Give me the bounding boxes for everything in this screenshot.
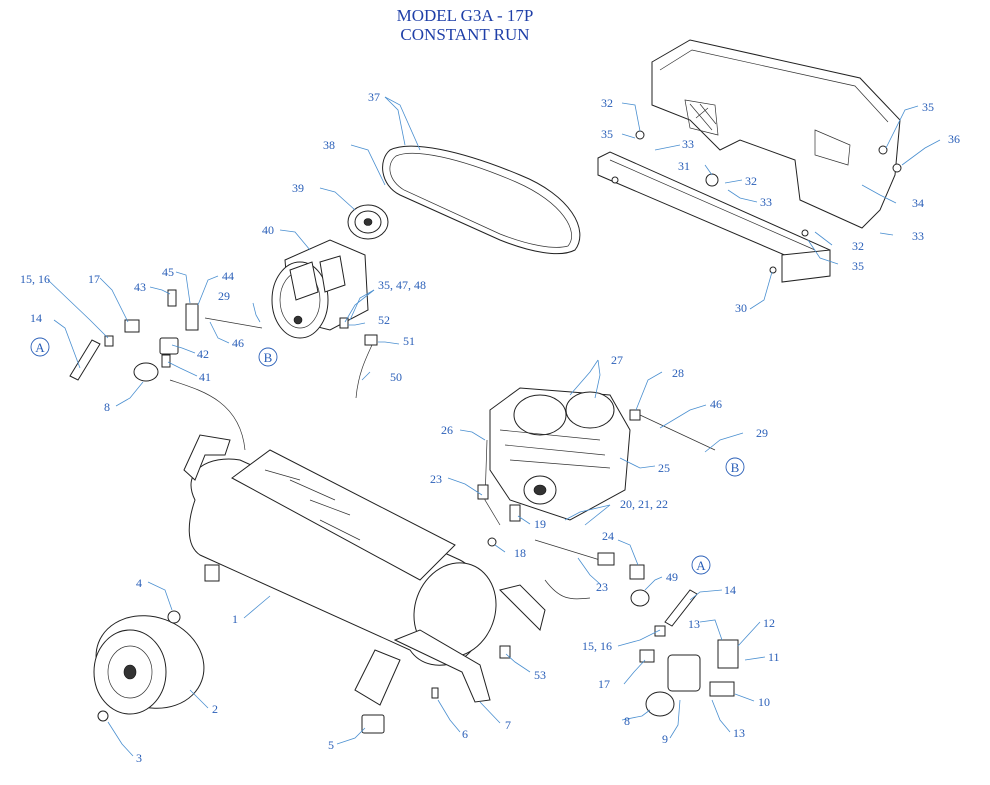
label-17-left: 17 <box>88 272 100 286</box>
wheel <box>93 615 205 715</box>
label-26: 26 <box>441 423 453 437</box>
label-27: 27 <box>611 353 623 367</box>
label-35-c: 35 <box>852 259 864 273</box>
leader-lines <box>47 96 941 757</box>
label-25: 25 <box>658 461 670 475</box>
motor-pulley <box>347 204 389 240</box>
label-29-left: 29 <box>218 289 230 303</box>
label-37: 37 <box>368 90 380 104</box>
callout-a-right-text: A <box>696 558 706 573</box>
label-14-right: 14 <box>724 583 736 597</box>
label-13-bottom: 13 <box>733 726 745 740</box>
label-7: 7 <box>505 718 511 732</box>
label-43: 43 <box>134 280 146 294</box>
part-labels: 1 2 3 4 5 6 7 8 8 9 10 11 12 13 13 14 14… <box>20 90 960 765</box>
label-33-c: 33 <box>912 229 924 243</box>
label-15-16-right: 15, 16 <box>582 639 612 653</box>
label-35-a: 35 <box>601 127 613 141</box>
label-33-b: 33 <box>760 195 772 209</box>
label-49: 49 <box>666 570 678 584</box>
label-35-b: 35 <box>922 100 934 114</box>
callout-b-left <box>258 347 278 367</box>
label-31: 31 <box>678 159 690 173</box>
diagram-title: MODEL G3A - 17P CONSTANT RUN <box>0 6 930 44</box>
label-23-top: 23 <box>430 472 442 486</box>
callout-a-right <box>691 555 711 575</box>
label-44: 44 <box>222 269 234 283</box>
air-tank <box>183 434 546 706</box>
label-19: 19 <box>534 517 546 531</box>
label-8-left: 8 <box>104 400 110 414</box>
label-51: 51 <box>403 334 415 348</box>
label-15-16-left: 15, 16 <box>20 272 50 286</box>
model-subtitle: CONSTANT RUN <box>400 25 530 44</box>
label-35-47-48: 35, 47, 48 <box>378 278 426 292</box>
callout-a-left-text: A <box>35 340 45 355</box>
label-20-21-22: 20, 21, 22 <box>620 497 668 511</box>
label-50: 50 <box>390 370 402 384</box>
label-17-right: 17 <box>598 677 610 691</box>
model-name: MODEL G3A - 17P <box>396 6 534 25</box>
label-3: 3 <box>136 751 142 765</box>
label-42: 42 <box>197 347 209 361</box>
callout-b-right <box>725 457 745 477</box>
callout-a-left <box>30 337 50 357</box>
label-9: 9 <box>662 732 668 746</box>
label-28: 28 <box>672 366 684 380</box>
label-14-left: 14 <box>30 311 42 325</box>
label-1: 1 <box>232 612 238 626</box>
label-18: 18 <box>514 546 526 560</box>
label-45: 45 <box>162 265 174 279</box>
label-12: 12 <box>763 616 775 630</box>
label-24: 24 <box>602 529 614 543</box>
label-6: 6 <box>462 727 468 741</box>
label-41: 41 <box>199 370 211 384</box>
label-13-top: 13 <box>688 617 700 631</box>
callout-circles[interactable]: A A B B <box>30 337 745 575</box>
belt-guard <box>651 39 901 229</box>
label-32-b: 32 <box>745 174 757 188</box>
label-5: 5 <box>328 738 334 752</box>
label-40: 40 <box>262 223 274 237</box>
compressor-pump <box>489 387 631 521</box>
label-11: 11 <box>768 650 780 664</box>
label-38: 38 <box>323 138 335 152</box>
callout-b-left-text: B <box>264 350 273 365</box>
label-39: 39 <box>292 181 304 195</box>
label-10: 10 <box>758 695 770 709</box>
label-29-right: 29 <box>756 426 768 440</box>
electric-motor <box>271 239 369 339</box>
label-52: 52 <box>378 313 390 327</box>
label-53: 53 <box>534 668 546 682</box>
belt-guard-bracket <box>597 151 831 283</box>
label-32-c: 32 <box>852 239 864 253</box>
label-33-a: 33 <box>682 137 694 151</box>
label-23-bottom: 23 <box>596 580 608 594</box>
label-30: 30 <box>735 301 747 315</box>
small-parts <box>69 130 902 734</box>
label-2: 2 <box>212 702 218 716</box>
label-36: 36 <box>948 132 960 146</box>
label-34: 34 <box>912 196 924 210</box>
label-32-a: 32 <box>601 96 613 110</box>
label-46-right: 46 <box>710 397 722 411</box>
label-8-right: 8 <box>624 714 630 728</box>
label-46-left: 46 <box>232 336 244 350</box>
drive-belt <box>382 145 581 255</box>
label-4: 4 <box>136 576 142 590</box>
callout-b-right-text: B <box>731 460 740 475</box>
